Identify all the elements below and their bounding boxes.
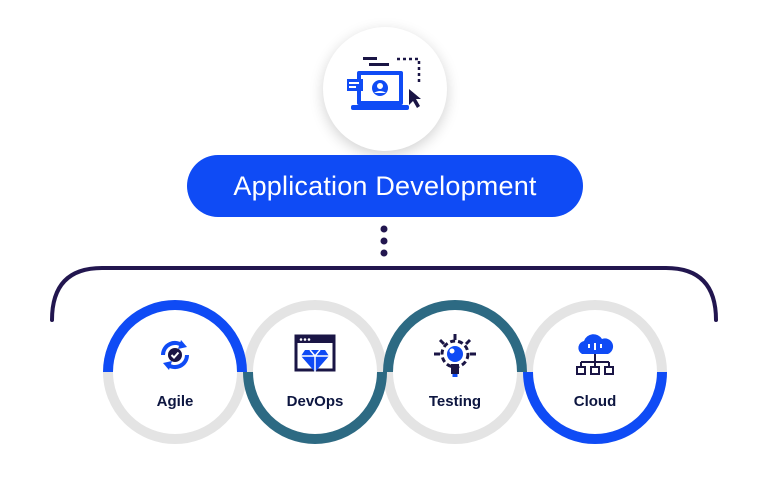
title-pill: Application Development (187, 155, 583, 217)
ring-testing-arc (383, 300, 527, 373)
agile-cycle-icon (160, 340, 190, 370)
ring-agile-arc (103, 300, 247, 373)
testing-gear-icon (434, 334, 476, 377)
stage-label-cloud: Cloud (573, 393, 617, 410)
page-title: Application Development (233, 170, 537, 201)
stage-label-testing: Testing (428, 393, 482, 410)
cloud-network-icon (576, 334, 614, 375)
stage-label-agile: Agile (156, 393, 194, 410)
top-icon-circle (323, 27, 447, 151)
bracket-line (50, 266, 718, 322)
ring-cloud-arc (523, 371, 667, 444)
stage-label-devops: DevOps (286, 393, 344, 410)
ring-devops-arc (243, 371, 387, 444)
app-development-icon (347, 57, 421, 110)
devops-diamond-icon (294, 334, 336, 372)
dotted-connector (380, 225, 388, 257)
